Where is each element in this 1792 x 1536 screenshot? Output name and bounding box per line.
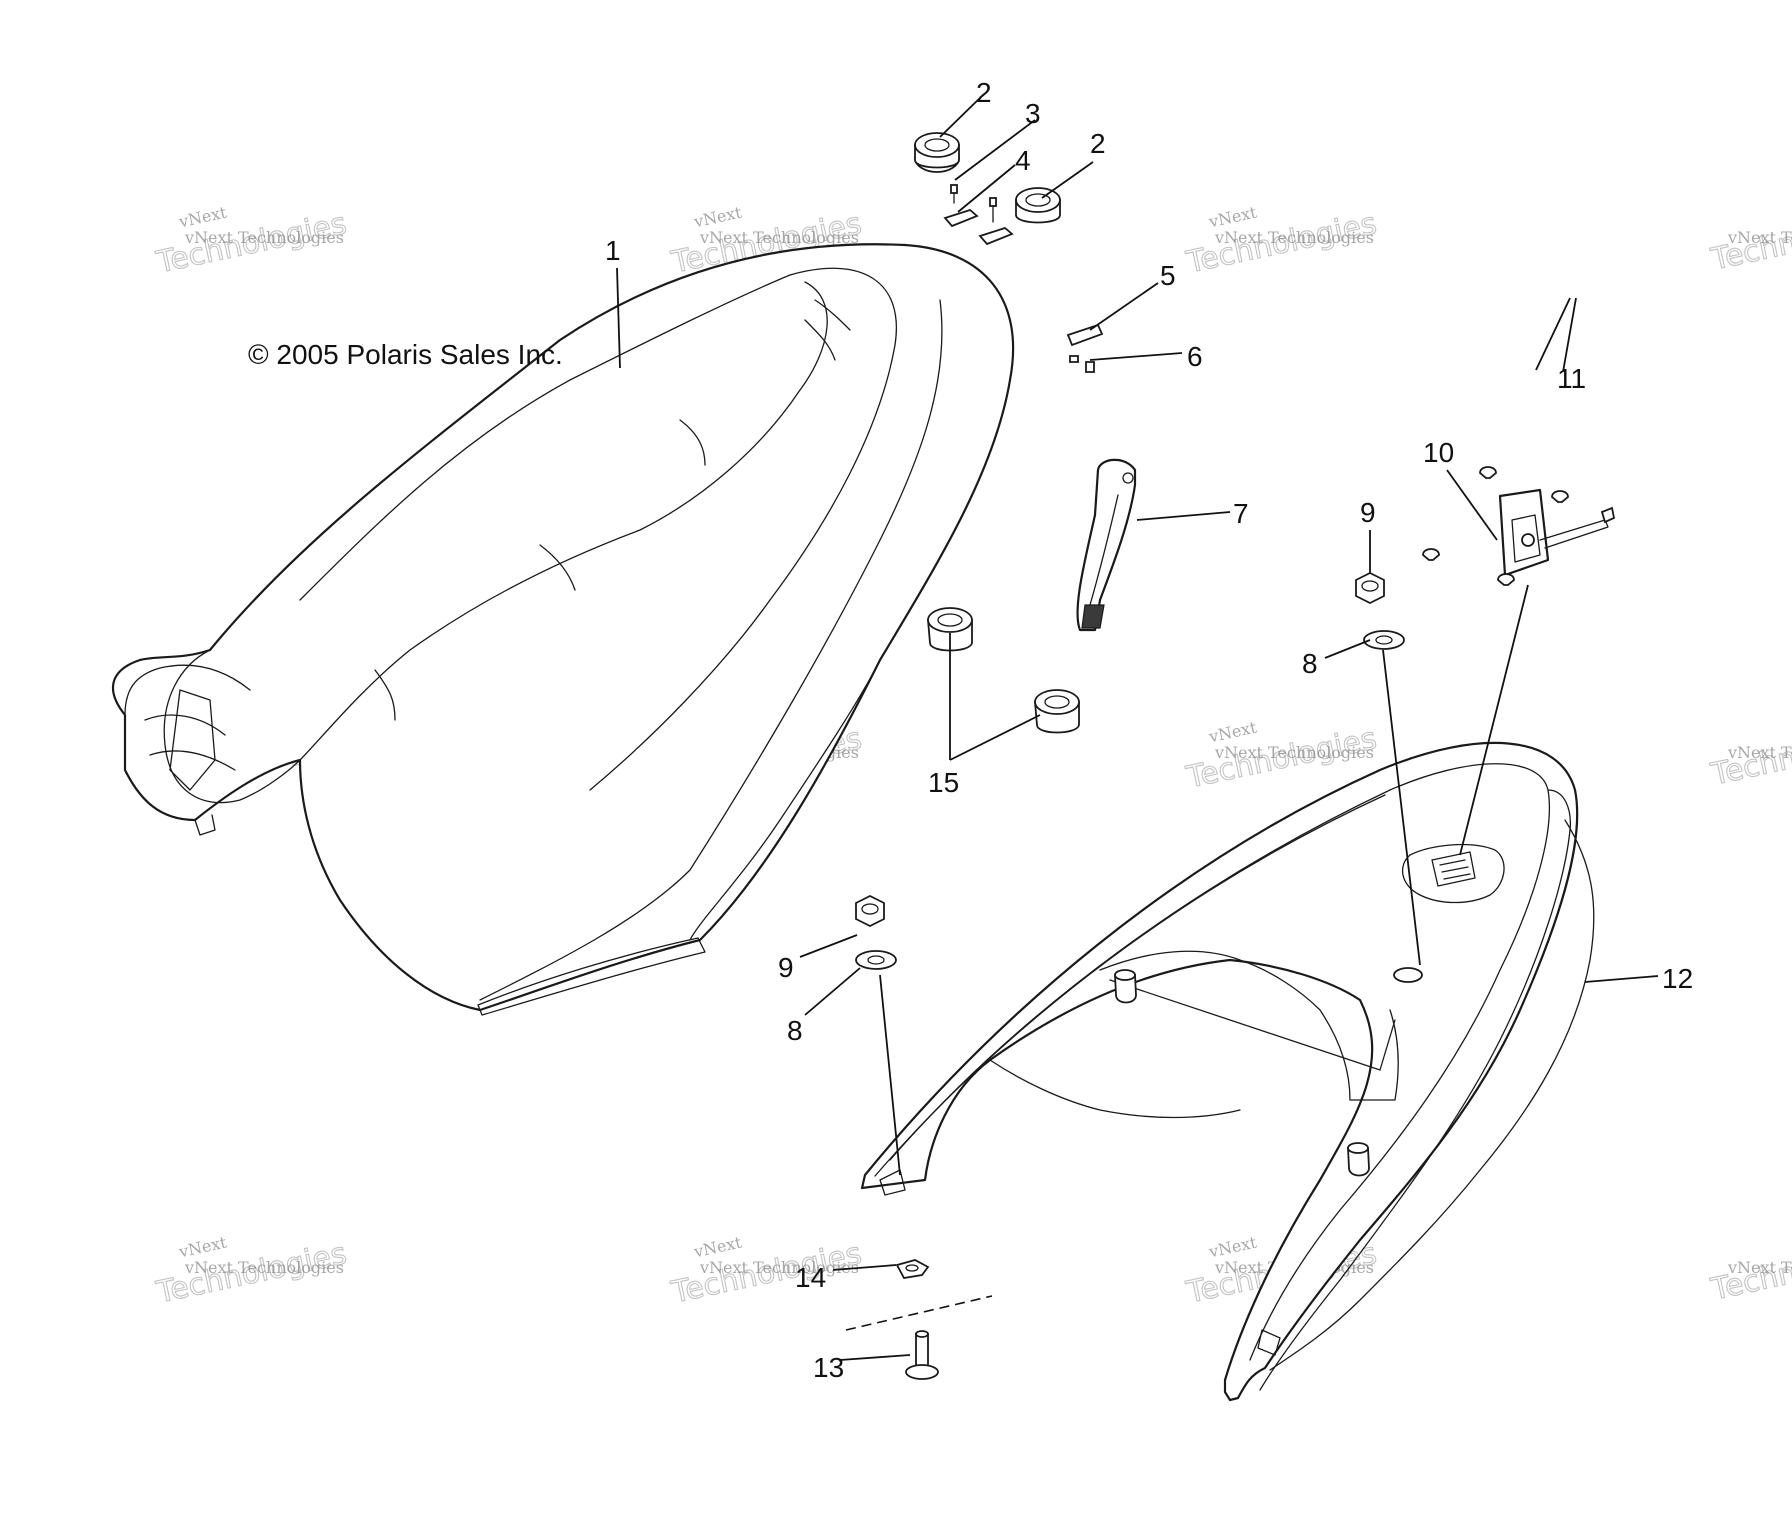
screw-top (950, 184, 997, 223)
callout-2: 2 (976, 77, 992, 108)
watermark-text: vNext Technologies (184, 1258, 344, 1277)
watermark-text: vNext Technologies (1214, 228, 1374, 247)
callout-13: 13 (813, 1352, 844, 1383)
copyright-notice: © 2005 Polaris Sales Inc. (248, 339, 563, 370)
watermark-text: vNext Technologies (699, 228, 859, 247)
nut-bottom (895, 1259, 930, 1279)
callout-2: 2 (1090, 128, 1106, 159)
callout-4: 4 (1015, 145, 1031, 176)
callout-9: 9 (778, 952, 794, 983)
leader-lines (616, 94, 1659, 1361)
nut-washer-lower (855, 894, 897, 970)
callout-10: 10 (1423, 437, 1454, 468)
nut-washer-upper (1355, 571, 1405, 650)
bumper-grommet (927, 607, 1080, 734)
callout-12: 12 (1662, 963, 1693, 994)
callout-3: 3 (1025, 98, 1041, 129)
callout-1: 1 (605, 235, 621, 266)
seat-strap (1076, 458, 1137, 632)
callout-8: 8 (787, 1015, 803, 1046)
callout-labels: 1 2 2 3 4 5 6 7 8 8 9 9 10 11 12 13 14 1… (605, 77, 1693, 1383)
latch-plate (1066, 323, 1104, 373)
watermark-text: vNext Technologies (1214, 743, 1374, 762)
assembly-dash-line (845, 1295, 993, 1331)
callout-6: 6 (1187, 341, 1203, 372)
watermark-text: vNext Technologies (1727, 1258, 1792, 1277)
callout-9: 9 (1360, 497, 1376, 528)
seat-base (860, 741, 1595, 1402)
latch-assembly (1422, 466, 1616, 586)
callout-7: 7 (1233, 498, 1249, 529)
watermark-text: vNext Technologies (1727, 228, 1792, 247)
watermark-text: vNext Technologies (1727, 743, 1792, 762)
clip-bracket (943, 208, 1014, 246)
callout-11: 11 (1557, 363, 1586, 394)
bolt-bottom (905, 1330, 939, 1380)
callout-15: 15 (928, 767, 959, 798)
callout-14: 14 (795, 1262, 826, 1293)
watermark-text: vNext Technologies (699, 1258, 859, 1277)
seat-cushion (111, 243, 1015, 1016)
callout-5: 5 (1160, 260, 1176, 291)
bumper-top-right (1015, 187, 1061, 224)
bumper-top-left (914, 132, 960, 173)
watermark-text: vNext Technologies (184, 228, 344, 247)
callout-8: 8 (1302, 648, 1318, 679)
